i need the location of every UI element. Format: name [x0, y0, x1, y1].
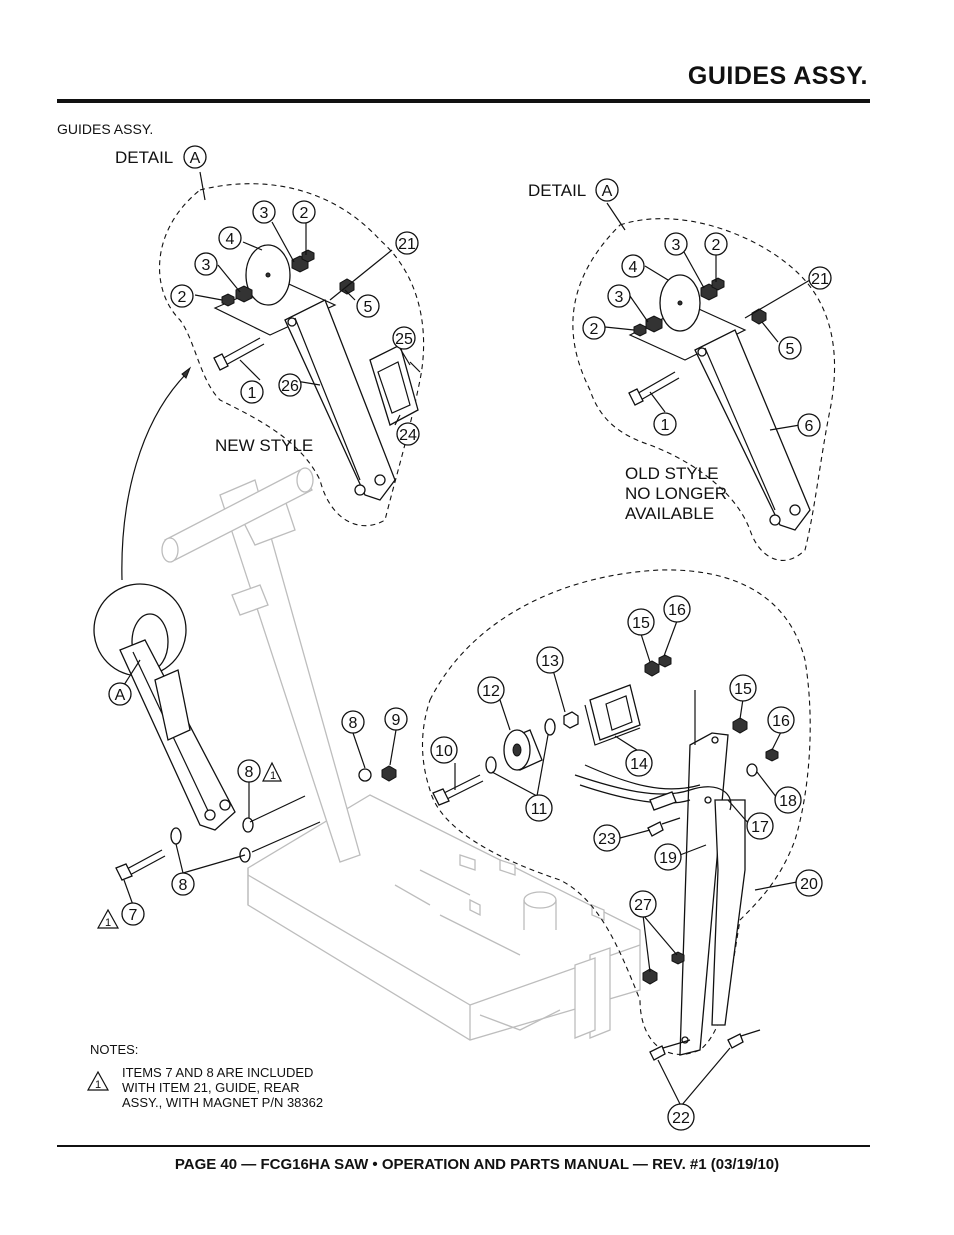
old-callout-21: 21	[811, 271, 829, 288]
callout-25: 25	[395, 331, 413, 348]
old-detail-letter: A	[602, 183, 613, 200]
notes-block: NOTES: 1 ITEMS 7 AND 8 ARE INCLUDED WITH…	[86, 1042, 323, 1110]
page-footer: PAGE 40 — FCG16HA SAW • OPERATION AND PA…	[174, 1156, 780, 1173]
new-style-label: NEW STYLE	[215, 436, 313, 455]
side-guide-assembly: 10 11 12 13 14 15 16 15 16 18 17 19 20 2…	[421, 569, 823, 1131]
callout-17: 17	[751, 819, 769, 836]
callout-4: 4	[226, 231, 235, 248]
detail-a-new-style: 1 2 3 4 3 2 5 21 25 26 24 DETAIL A NEW S…	[115, 145, 425, 527]
note-line-1: ITEMS 7 AND 8 ARE INCLUDED	[122, 1065, 313, 1080]
callout-15: 15	[632, 615, 650, 632]
callout-12: 12	[482, 683, 500, 700]
old-callout-1: 1	[661, 417, 670, 434]
callout-16b: 16	[772, 713, 790, 730]
callout-22: 22	[672, 1110, 690, 1127]
old-detail-label: DETAIL	[528, 181, 586, 200]
callout-2: 2	[178, 289, 187, 306]
figure-subtitle: GUIDES ASSY.	[57, 121, 154, 137]
callout-20: 20	[800, 876, 818, 893]
detail-letter: A	[190, 150, 201, 167]
callout-27: 27	[634, 897, 652, 914]
callout-8-mid: 8	[349, 715, 358, 732]
callout-11: 11	[531, 801, 548, 818]
callout-8-top: 8	[245, 764, 254, 781]
detail-label: DETAIL	[115, 148, 173, 167]
callout-16: 16	[668, 602, 686, 619]
callout-2b: 2	[300, 205, 309, 222]
callout-1: 1	[248, 385, 257, 402]
callout-14: 14	[630, 756, 648, 773]
old-style-line-1: OLD STYLE	[625, 464, 719, 483]
callout-13: 13	[541, 653, 559, 670]
callout-18: 18	[779, 793, 797, 810]
rear-guide-assembly: A 8 1 8 9 8 1 7	[93, 366, 408, 929]
callout-3: 3	[202, 257, 211, 274]
callout-9: 9	[392, 712, 401, 729]
saw-body-ghost	[161, 467, 641, 1041]
old-callout-2: 2	[590, 321, 599, 338]
old-callout-5: 5	[786, 341, 795, 358]
triangle-marker-7: 1	[105, 917, 111, 929]
callout-7: 7	[129, 907, 138, 924]
old-style-line-2: NO LONGER	[625, 484, 727, 503]
callout-8-bottom: 8	[179, 877, 188, 894]
page-title: GUIDES ASSY.	[687, 62, 868, 90]
old-callout-6: 6	[805, 418, 814, 435]
callout-23: 23	[598, 831, 616, 848]
old-callout-3b: 3	[672, 237, 681, 254]
callout-3b: 3	[260, 205, 269, 222]
header-rule	[57, 99, 870, 103]
note-line-3: ASSY., WITH MAGNET P/N 38362	[122, 1095, 323, 1110]
detail-a-old-style: 1 2 3 4 3 2 5 21 6 DETAIL A OLD STYLE NO…	[528, 178, 836, 561]
callout-A: A	[115, 687, 126, 704]
old-style-line-3: AVAILABLE	[625, 504, 714, 523]
callout-5: 5	[364, 299, 373, 316]
callout-26: 26	[281, 378, 299, 395]
footer-rule	[57, 1145, 870, 1147]
old-callout-3: 3	[615, 289, 624, 306]
callout-10: 10	[435, 743, 453, 760]
notes-marker: 1	[95, 1079, 101, 1091]
note-line-2: WITH ITEM 21, GUIDE, REAR	[122, 1080, 300, 1095]
callout-24: 24	[399, 427, 417, 444]
old-callout-4: 4	[629, 259, 638, 276]
callout-19: 19	[659, 850, 677, 867]
notes-heading: NOTES:	[90, 1042, 138, 1057]
triangle-marker-label: 1	[270, 770, 276, 782]
callout-15b: 15	[734, 681, 752, 698]
callout-21: 21	[398, 236, 416, 253]
old-callout-2b: 2	[712, 237, 721, 254]
